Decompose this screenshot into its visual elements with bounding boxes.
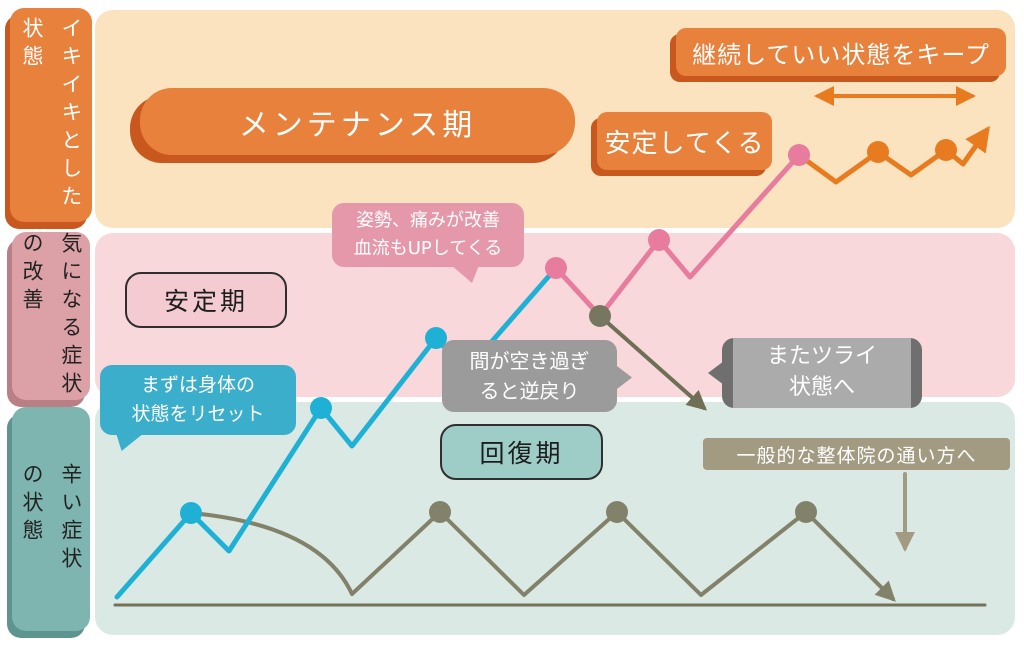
left-label-lively-state: イキイキとした 状態 [10,8,92,222]
relapse-arrow [598,314,707,411]
teal-dot [180,502,202,524]
gap-regression-text: 間が空き過ぎ ると逆戻り [469,349,590,403]
painful-again-box: またツライ 状態へ [708,338,922,408]
olive-peak-dot [606,501,628,523]
left-label-painful-symptoms: 辛い症状 の状態 [12,407,90,631]
typical-clinic-label: 一般的な整体院の通い方へ [703,438,1010,470]
teal-dot [425,327,447,349]
painful-again-text: またツライ 状態へ [733,338,911,408]
olive-peak-dot [429,501,451,523]
posture-improves-bubble: 姿勢、痛みが改善 血流もUPしてくる [332,203,524,283]
keep-good-state-box: 継続していい状態をキープ [676,28,1006,76]
maintenance-period-box: メンテナンス期 [140,88,575,155]
olive-peak-dot [795,501,817,523]
pink-dot [545,257,567,279]
orange-dot [935,139,957,161]
left-label-lively-state-text: イキイキとした 状態 [20,17,83,213]
teal-dot [310,397,332,419]
reset-body-text: まずは身体の 状態をリセット [131,373,265,425]
maintenance-line-orange [796,125,990,185]
recovery-period-box: 回復期 [440,424,603,480]
pink-dot [788,144,810,166]
olive-valley-dot [589,305,611,327]
stable-period-box: 安定期 [125,272,287,328]
stable-line-pink [553,152,802,319]
left-label-painful-symptoms-text: 辛い症状 の状態 [20,463,83,575]
left-label-symptom-improvement: 気になる症状 の改善 [12,232,90,400]
orange-dot [867,141,889,163]
left-label-symptom-improvement-text: 気になる症状 の改善 [20,232,83,400]
typical-clinic-sawtooth [189,510,896,602]
reset-body-bubble: まずは身体の 状態をリセット [100,365,296,451]
getting-stable-box: 安定してくる [597,112,772,170]
gap-regression-bubble: 間が空き過ぎ ると逆戻り [442,340,632,412]
pink-dot [648,229,670,251]
posture-improves-text: 姿勢、痛みが改善 血流もUPしてくる [353,210,503,259]
